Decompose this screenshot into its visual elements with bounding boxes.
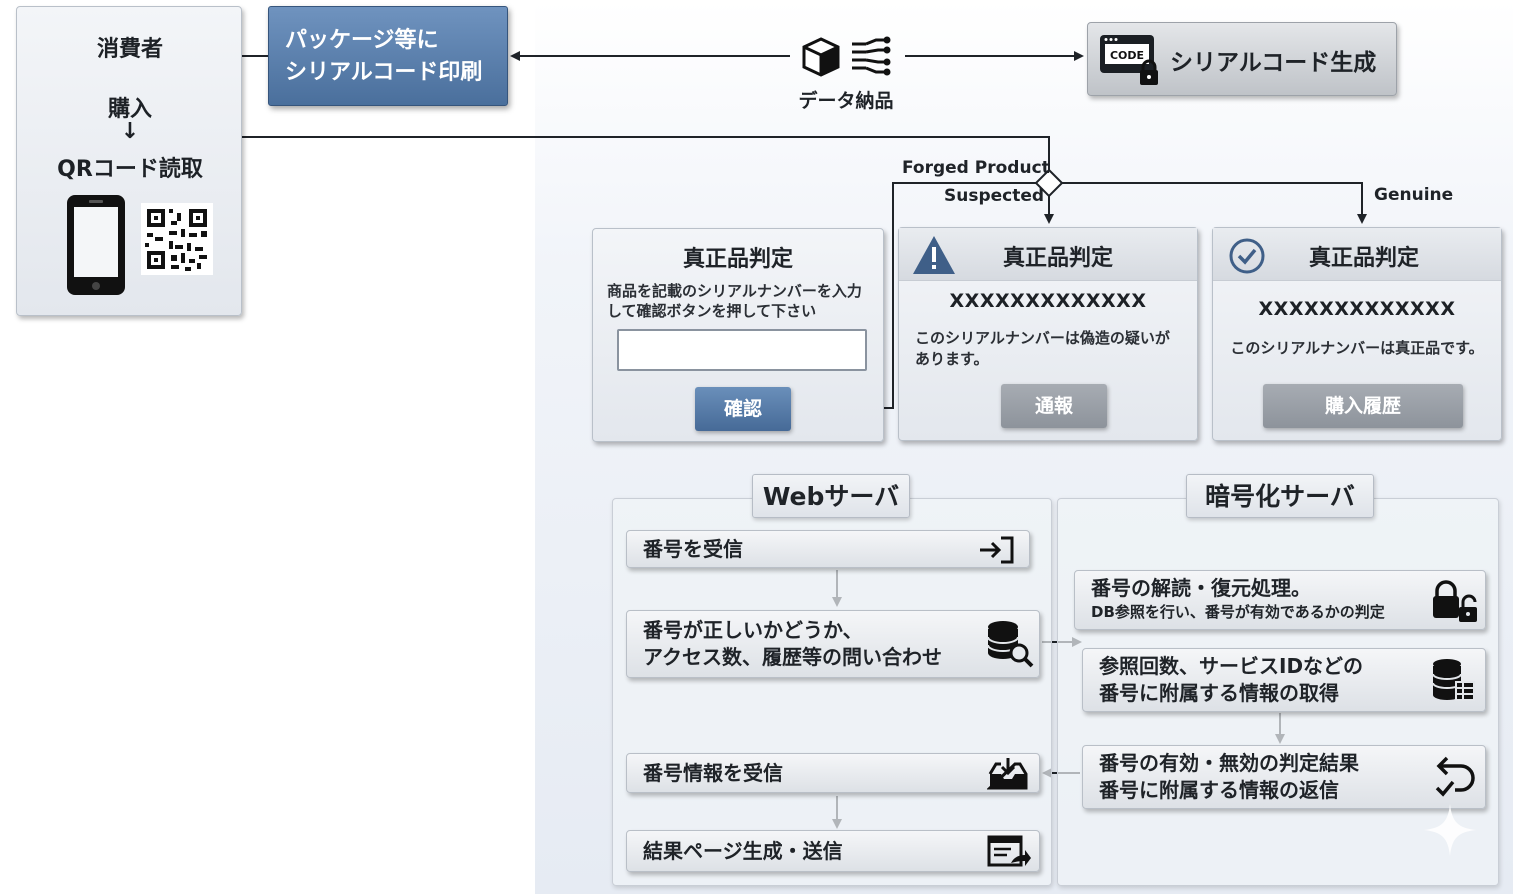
input-card-title: 真正品判定 bbox=[682, 247, 793, 272]
forged-serial-number: XXXXXXXXXXXXX bbox=[949, 290, 1147, 312]
web-step-3-text: 番号情報を受信 bbox=[643, 761, 783, 785]
smartphone-icon bbox=[67, 195, 125, 295]
crypto-step-return-result: 番号の有効・無効の判定結果 番号に附属する情報の返信 bbox=[1082, 745, 1486, 809]
crypto-step-3-line2: 番号に附属する情報の返信 bbox=[1099, 778, 1339, 802]
web-step-receive-info: 番号情報を受信 bbox=[626, 753, 1040, 793]
qr-read-label: QRコード読取 bbox=[57, 157, 203, 182]
consumer-title: 消費者 bbox=[96, 37, 163, 62]
web-step-2-text: 番号が正しいかどうか、 アクセス数、履歴等の問い合わせ bbox=[643, 617, 942, 671]
page-send-icon bbox=[987, 835, 1031, 867]
web-step-4-text: 結果ページ生成・送信 bbox=[643, 839, 843, 863]
data-flow-icon bbox=[852, 36, 891, 76]
web-step-receive-number: 番号を受信 bbox=[626, 530, 1030, 568]
serial-print-box: パッケージ等に シリアルコード印刷 bbox=[268, 6, 508, 106]
serial-number-input[interactable] bbox=[617, 329, 867, 371]
report-button[interactable]: 通報 bbox=[1001, 384, 1107, 428]
consumer-panel: 消費者 購入 ↓ QRコード読取 bbox=[16, 6, 242, 316]
sparkle-watermark-icon bbox=[1424, 804, 1476, 856]
crypto-step-fetch-info: 参照回数、サービスIDなどの 番号に附属する情報の取得 bbox=[1082, 648, 1486, 712]
crypto-server-label: 暗号化サーバ bbox=[1186, 474, 1374, 518]
crypto-step-2-line1: 参照回数、サービスIDなどの bbox=[1099, 654, 1364, 678]
crypto-step-3-line1: 番号の有効・無効の判定結果 bbox=[1099, 751, 1359, 775]
confirm-button[interactable]: 確認 bbox=[695, 387, 791, 431]
web-step-1-text: 番号を受信 bbox=[643, 537, 743, 561]
input-instruction-line2: して確認ボタンを押して下さい bbox=[607, 302, 817, 320]
crypto-step-1-text: 番号の解読・復元処理。 DB参照を行い、番号が有効であるかの判定 bbox=[1091, 575, 1385, 623]
crypto-step-1-line2: DB参照を行い、番号が有効であるかの判定 bbox=[1091, 603, 1385, 621]
forged-message-line1: このシリアルナンバーは偽造の疑いが bbox=[915, 329, 1170, 347]
web-step-query-validity: 番号が正しいかどうか、 アクセス数、履歴等の問い合わせ bbox=[626, 610, 1040, 678]
web-step-generate-result: 結果ページ生成・送信 bbox=[626, 830, 1040, 872]
genuine-card-title-bar bbox=[1213, 228, 1501, 281]
crypto-step-2-line2: 番号に附属する情報の取得 bbox=[1099, 681, 1339, 705]
login-icon bbox=[980, 536, 1014, 564]
genuine-card-title: 真正品判定 bbox=[1308, 246, 1419, 271]
return-check-icon bbox=[1435, 756, 1475, 797]
genuine-result-card: 真正品判定 XXXXXXXXXXXXX このシリアルナンバーは真正品です。 購入… bbox=[1212, 227, 1502, 441]
print-box-line1: パッケージ等に bbox=[285, 28, 439, 53]
check-circle-icon bbox=[1229, 238, 1265, 274]
purchase-history-button[interactable]: 購入履歴 bbox=[1263, 384, 1463, 428]
authenticity-input-card: 真正品判定 商品を記載のシリアルナンバーを入力 して確認ボタンを押して下さい 確… bbox=[592, 228, 884, 442]
database-search-icon bbox=[987, 621, 1034, 668]
print-box-line2: シリアルコード印刷 bbox=[285, 60, 483, 85]
flow-down-arrow: ↓ bbox=[120, 119, 140, 144]
web-server-label: Webサーバ bbox=[752, 474, 910, 518]
qr-code-icon bbox=[141, 203, 213, 275]
input-instruction-line1: 商品を記載のシリアルナンバーを入力 bbox=[607, 282, 862, 300]
web-step-2-line1: 番号が正しいかどうか、 bbox=[643, 618, 863, 642]
forged-suspected-label-line2: Suspected bbox=[944, 186, 1045, 206]
serial-code-generation-box: CODE シリアルコード生成 bbox=[1087, 22, 1397, 96]
web-step-2-line2: アクセス数、履歴等の問い合わせ bbox=[643, 645, 942, 669]
forged-message-line2: あります。 bbox=[915, 350, 989, 368]
data-delivery-label: データ納品 bbox=[798, 90, 894, 112]
serial-gen-label: シリアルコード生成 bbox=[1170, 50, 1377, 76]
genuine-serial-number: XXXXXXXXXXXXX bbox=[1258, 298, 1456, 320]
crypto-step-1-line1: 番号の解読・復元処理。 bbox=[1091, 576, 1311, 600]
genuine-message: このシリアルナンバーは真正品です。 bbox=[1230, 339, 1484, 357]
forged-card-title: 真正品判定 bbox=[1002, 246, 1113, 271]
lock-unlock-icon bbox=[1433, 580, 1477, 622]
package-box-icon bbox=[802, 37, 840, 77]
warning-icon bbox=[913, 236, 955, 274]
genuine-label: Genuine bbox=[1374, 185, 1454, 205]
crypto-step-3-text: 番号の有効・無効の判定結果 番号に附属する情報の返信 bbox=[1099, 750, 1359, 804]
crypto-step-decode: 番号の解読・復元処理。 DB参照を行い、番号が有効であるかの判定 bbox=[1074, 570, 1486, 630]
database-table-icon bbox=[1432, 659, 1475, 701]
code-text: CODE bbox=[1110, 49, 1144, 62]
forged-result-card: 真正品判定 XXXXXXXXXXXXX このシリアルナンバーは偽造の疑いが あり… bbox=[898, 227, 1198, 441]
forged-suspected-label-line1: Forged Product bbox=[902, 158, 1050, 178]
inbox-download-icon bbox=[987, 758, 1028, 790]
crypto-step-2-text: 参照回数、サービスIDなどの 番号に附属する情報の取得 bbox=[1099, 653, 1363, 707]
code-lock-icon: CODE bbox=[1100, 35, 1158, 85]
purchase-label: 購入 bbox=[107, 97, 152, 122]
